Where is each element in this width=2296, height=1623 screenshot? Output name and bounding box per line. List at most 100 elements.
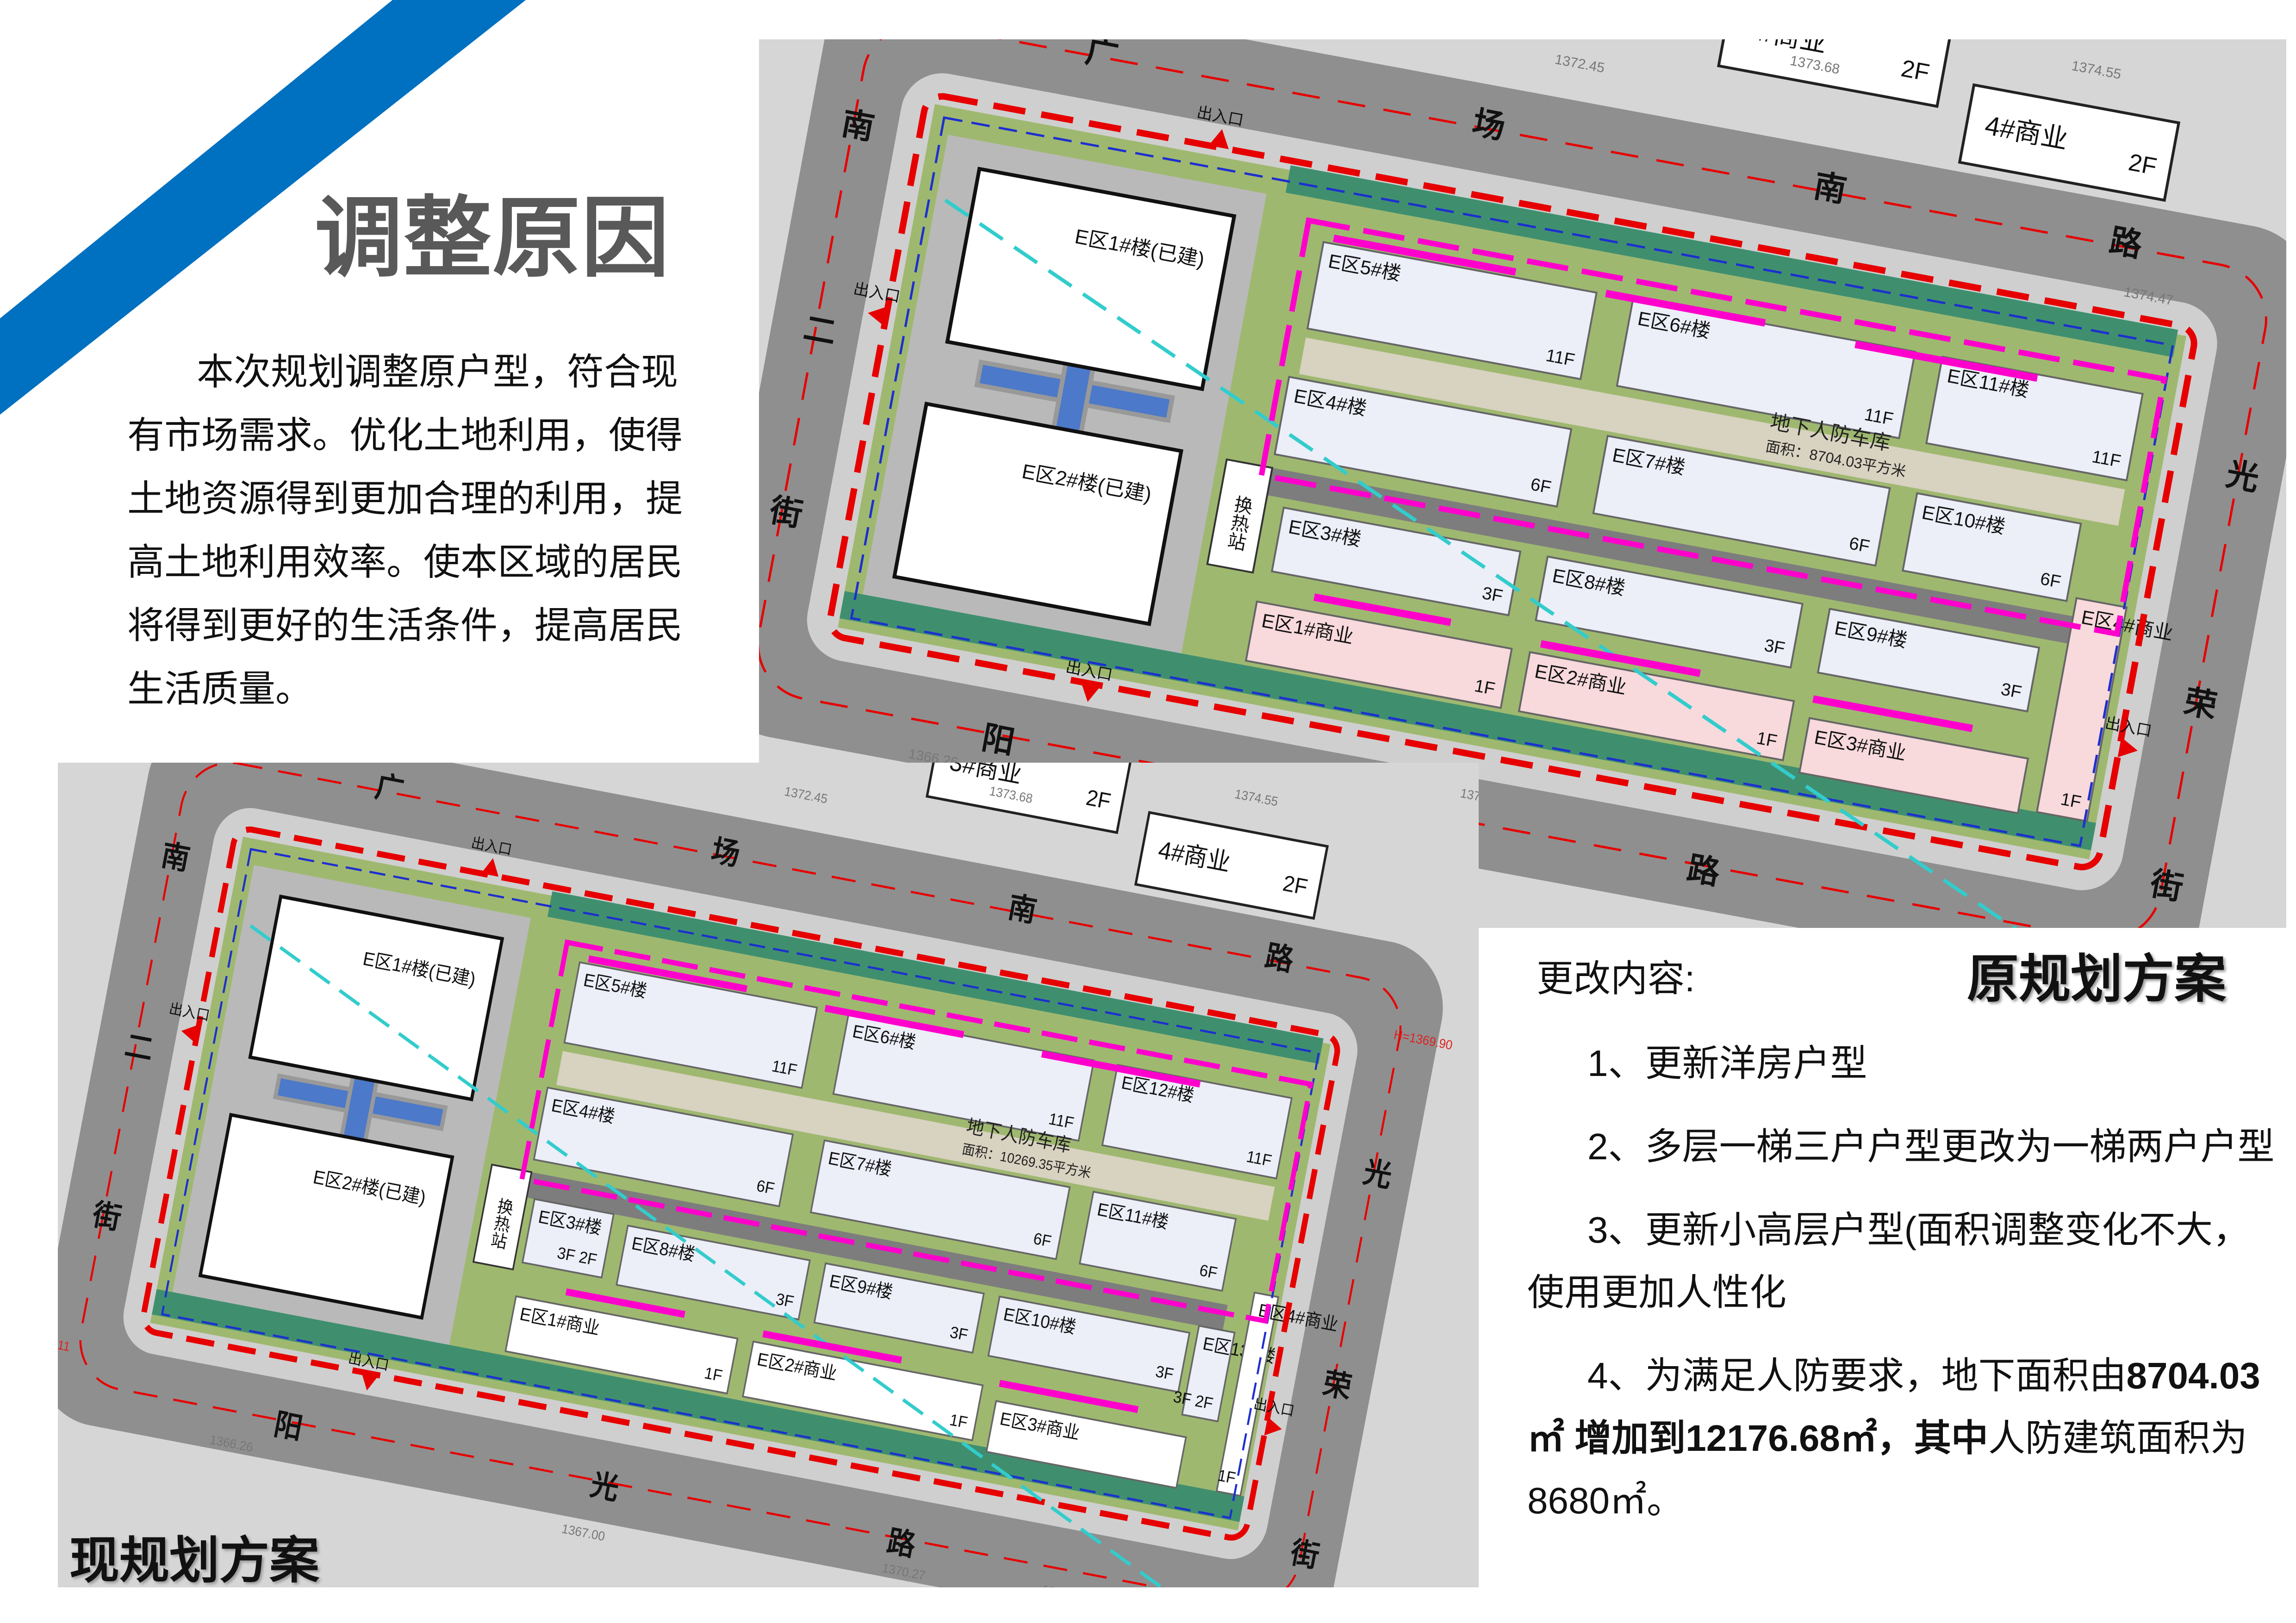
building-floors: 3F — [1763, 636, 1786, 659]
original-plan-map: E区1#楼(已建)E区2#楼(已建)换热站E区5#楼11FE区6#楼11FE区1… — [759, 39, 2286, 928]
heat-station — [472, 1163, 533, 1271]
outside-commercial-floors: 2F — [2126, 149, 2159, 180]
road-label: 路 — [884, 1524, 919, 1563]
road-label: 广 — [373, 770, 406, 808]
road-label: 南 — [1811, 168, 1849, 209]
parking-strip — [547, 891, 1324, 1064]
building-floors: 6F — [1529, 475, 1553, 497]
magenta-outline — [1258, 217, 2168, 637]
building-floors: 1F — [1473, 676, 1496, 699]
building — [809, 1139, 1071, 1260]
changes-panel: 更改内容: 1、更新洋房户型 2、多层一梯三户户型更改为一梯两户户型 3、更新小… — [1527, 951, 2286, 1553]
building-floors: 3F — [774, 1290, 795, 1311]
change-item: 3、更新小高层户型(面积调整变化不大，使用更加人性化 — [1527, 1209, 2250, 1313]
building — [1306, 241, 1598, 380]
road-label: 南 — [839, 105, 877, 146]
building — [504, 1295, 739, 1395]
garden-path — [556, 1051, 1275, 1221]
building-floors: 6F — [755, 1177, 776, 1198]
magenta-marker — [1605, 290, 1766, 327]
road-label: 广 — [1083, 39, 1121, 74]
change-item-bold: 8704.03 ㎡ 增加到12176.68㎡，其中 — [1527, 1355, 2260, 1459]
building — [1274, 376, 1573, 508]
red-boundary-line — [141, 826, 1340, 1541]
change-item-text: 4、为满足人防要求，地下面积由 — [1587, 1355, 2127, 1396]
building-floors: 1F — [703, 1364, 724, 1385]
magenta-outline — [519, 939, 1314, 1324]
cyan-reference-line — [249, 924, 1242, 1587]
building-floors: 6F — [1032, 1230, 1053, 1251]
building-floors: 3F — [1999, 679, 2023, 702]
road-label: 二 — [122, 1029, 156, 1067]
entrance-arrow-icon — [2117, 737, 2138, 758]
building — [1798, 717, 2029, 815]
red-boundary-line — [827, 93, 2197, 871]
current-plan-map: E区1#楼(已建)E区2#楼(已建)换热站E区5#楼11FE区6#楼11FE区1… — [58, 763, 1479, 1587]
building — [533, 1086, 794, 1207]
building-floors: 1F — [1755, 728, 1779, 751]
building — [1901, 492, 2082, 602]
building-floors: 6F — [2039, 569, 2062, 592]
change-item: 2、多层一梯三户户型更改为一梯两户户型 — [1587, 1126, 2275, 1167]
change-item-text: 人防建筑面积为8680㎡。 — [1527, 1418, 2247, 1521]
building — [985, 1400, 1187, 1489]
building — [813, 1262, 985, 1354]
road-label: 荣 — [2181, 683, 2220, 724]
road-label: 光 — [2223, 456, 2262, 497]
reason-title: 调整原因 — [315, 189, 671, 287]
road-label: 街 — [2147, 865, 2186, 907]
entrance-arrow-icon — [481, 858, 499, 877]
garden-path — [1299, 337, 2125, 526]
building-floors: 1F — [948, 1411, 969, 1432]
magenta-marker — [565, 1288, 685, 1318]
road-label: 街 — [89, 1198, 124, 1236]
magenta-marker — [588, 955, 748, 993]
building — [1817, 608, 2041, 713]
outside-commercial-floors: 2F — [1084, 785, 1113, 814]
road-label: 路 — [1263, 939, 1297, 978]
magenta-marker — [1854, 341, 2038, 382]
building — [1592, 435, 1891, 567]
parking-strip — [840, 591, 2096, 851]
building — [1925, 355, 2144, 482]
road-label: 南 — [158, 839, 192, 877]
existing-building — [198, 1113, 454, 1320]
road-label: 光 — [1361, 1155, 1394, 1193]
entrance-arrow-icon — [1208, 129, 1229, 149]
building-floors: 3F — [1481, 584, 1504, 606]
building — [1244, 600, 1513, 709]
entrance-arrow-icon — [181, 1024, 199, 1044]
road-label: 二 — [801, 310, 839, 351]
entrance-arrow-icon — [1081, 682, 1101, 702]
magenta-marker — [1313, 593, 1452, 626]
building — [1078, 1190, 1237, 1292]
change-item: 1、更新洋房户型 — [1587, 1043, 1867, 1084]
original-plan-title: 原规划方案 — [1967, 950, 2226, 1008]
outside-commercial-floors: 2F — [1281, 871, 1310, 900]
existing-building — [945, 167, 1237, 392]
building-floors: 1F — [1216, 1466, 1237, 1487]
current-plan-title: 现规划方案 — [69, 1532, 320, 1588]
building — [742, 1340, 984, 1442]
outside-commercial-building — [1958, 83, 2181, 202]
outside-commercial-building — [925, 763, 1132, 834]
road-label: 场 — [1469, 104, 1508, 145]
building — [1616, 298, 1916, 440]
entrance-arrow-icon — [361, 1372, 379, 1391]
building — [1181, 1325, 1236, 1423]
parking-strip — [152, 1289, 1244, 1522]
road-centerline — [759, 39, 2267, 928]
building — [1101, 1063, 1293, 1180]
outside-commercial-building — [1134, 811, 1329, 920]
building-floors: 6F — [1198, 1261, 1219, 1282]
entrance-arrow-icon — [1264, 1417, 1282, 1436]
road-label: 街 — [1288, 1536, 1322, 1574]
building — [2035, 597, 2128, 822]
road-label: 南 — [1005, 890, 1039, 928]
reason-paragraph: 本次规划调整原户型，符合现有市场需求。优化土地利用，使得土地资源得到更加合理的利… — [127, 351, 683, 709]
entrance-arrow-icon — [868, 306, 888, 327]
change-item: 4、为满足人防要求，地下面积由8704.03 ㎡ 增加到12176.68㎡，其中… — [1527, 1344, 2286, 1532]
building — [521, 1198, 615, 1279]
site-group: E区1#楼(已建)E区2#楼(已建)换热站E区5#楼11FE区6#楼11FE区1… — [58, 763, 1479, 1587]
magenta-marker — [1333, 235, 1517, 276]
